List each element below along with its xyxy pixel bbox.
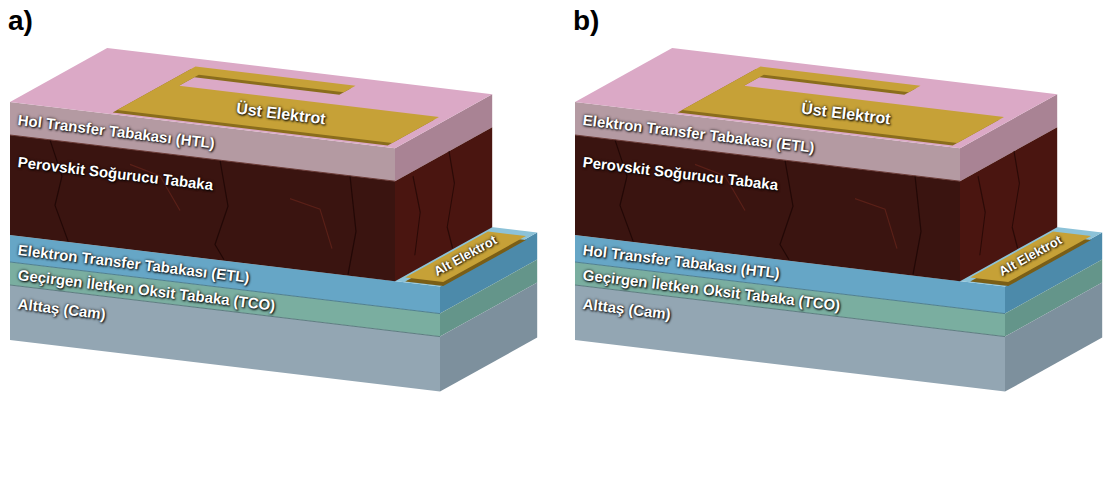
panel-label: a): [8, 6, 33, 37]
panel-label: b): [573, 6, 599, 37]
cell-stack-b: [575, 48, 1102, 392]
cell-stack-a: [10, 48, 537, 392]
